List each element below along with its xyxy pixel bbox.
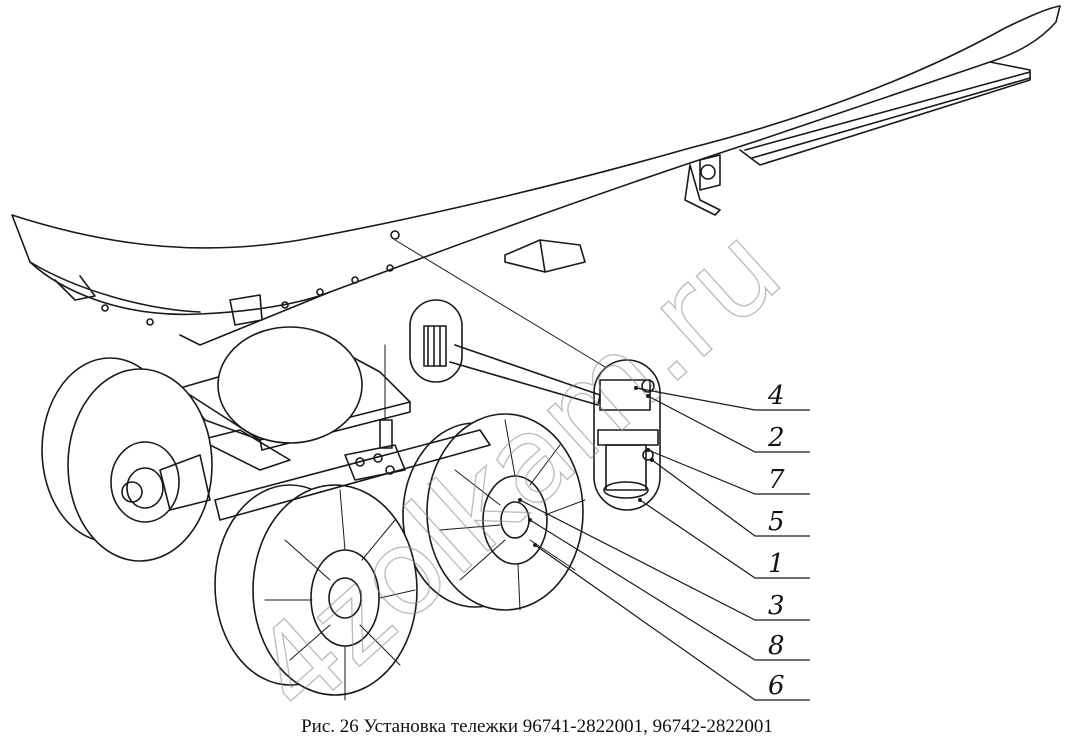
callout-anchor-1 [638, 498, 642, 502]
callout-number-2: 2 [767, 423, 785, 453]
wheel-front-inner [402, 413, 586, 611]
trailer-frame [11, 5, 1061, 371]
callout-leader-4 [635, 387, 810, 411]
callout-anchor-2 [646, 394, 650, 398]
callout-number-1: 1 [768, 549, 785, 579]
callout-leader-8 [529, 519, 810, 661]
callout-number-8: 8 [768, 631, 785, 661]
callout-leader-7 [647, 449, 810, 495]
callout-number-6: 6 [768, 671, 785, 701]
callout-number-5: 5 [768, 507, 785, 537]
callout-number-3: 3 [768, 591, 785, 621]
callout-number-7: 7 [768, 465, 785, 495]
callout-anchor-3 [518, 498, 522, 502]
callout-anchor-6 [533, 543, 537, 547]
callout-leader-2 [647, 395, 810, 453]
callout-anchor-5 [650, 458, 654, 462]
axle [214, 429, 491, 521]
callout-number-4: 4 [767, 381, 785, 411]
callout-leader-5 [651, 459, 810, 537]
callout-leader-3 [519, 499, 810, 621]
air-spring-right [593, 359, 661, 511]
figure-caption: Рис. 26 Установка тележки 96741-2822001,… [301, 716, 773, 737]
callout-anchor-8 [528, 518, 532, 522]
callout-group: 4 2 7 5 1 3 8 6 [518, 381, 810, 701]
callout-leader-1 [639, 499, 810, 579]
callout-anchor-4 [634, 386, 638, 390]
callout-anchor-7 [646, 448, 650, 452]
air-spring-left [409, 299, 463, 383]
callout-leader-6 [534, 544, 810, 701]
beam-link [449, 344, 601, 406]
wheel-rear-left [41, 326, 363, 562]
wheel-front-outer [214, 484, 418, 701]
